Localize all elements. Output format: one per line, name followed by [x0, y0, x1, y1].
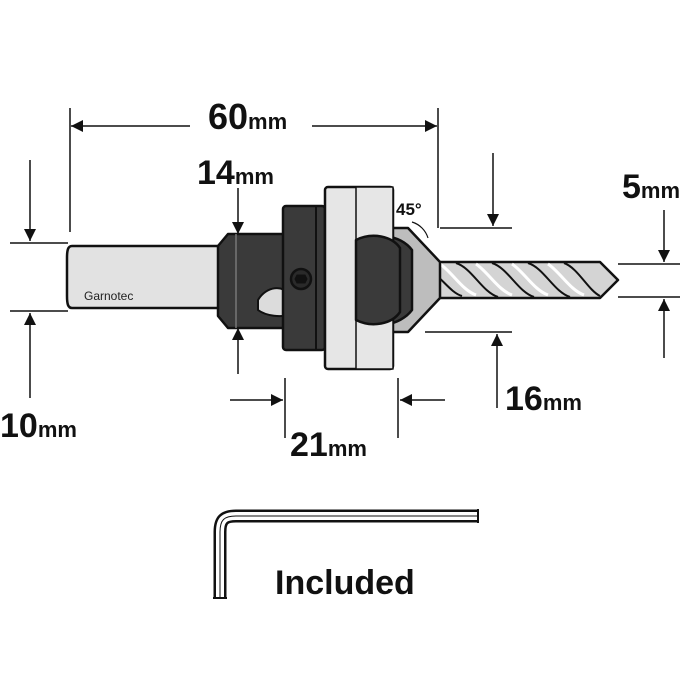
collar-width-value: 21 — [290, 426, 328, 464]
overall-length-unit: mm — [248, 109, 287, 134]
cutter-neck — [354, 234, 402, 326]
body-diameter-value: 14 — [197, 154, 235, 192]
collar-width-label: 21mm — [290, 426, 367, 464]
shank-diameter-unit: mm — [38, 417, 77, 442]
shank-diameter-value: 10 — [0, 407, 38, 445]
body-diameter-label: 14mm — [197, 154, 274, 192]
shank-diameter-label: 10mm — [0, 407, 77, 445]
overall-length-value: 60 — [208, 96, 248, 137]
body-diameter-unit: mm — [235, 164, 274, 189]
drill-bit — [413, 260, 620, 300]
hex-socket-icon — [294, 274, 308, 284]
countersink-diameter-value: 16 — [505, 380, 543, 418]
drill-diameter-label: 5mm — [622, 168, 680, 206]
included-caption: Included — [275, 564, 415, 602]
overall-length-label: 60mm — [208, 96, 287, 137]
countersink-angle-label: 45° — [396, 200, 422, 219]
extension-lines — [10, 108, 680, 438]
angle-arc — [411, 221, 429, 239]
countersink-diameter-label: 16mm — [505, 380, 582, 418]
drill-diameter-unit: mm — [641, 178, 680, 203]
shank — [65, 244, 224, 310]
collar-width-unit: mm — [328, 436, 367, 461]
countersink-diameter-unit: mm — [543, 390, 582, 415]
brand-label: Garnotec — [84, 289, 133, 303]
drill-diameter-value: 5 — [622, 168, 641, 206]
dimension-arrows — [24, 120, 670, 408]
countersink-tool — [65, 185, 620, 371]
hex-key-icon — [213, 509, 479, 599]
